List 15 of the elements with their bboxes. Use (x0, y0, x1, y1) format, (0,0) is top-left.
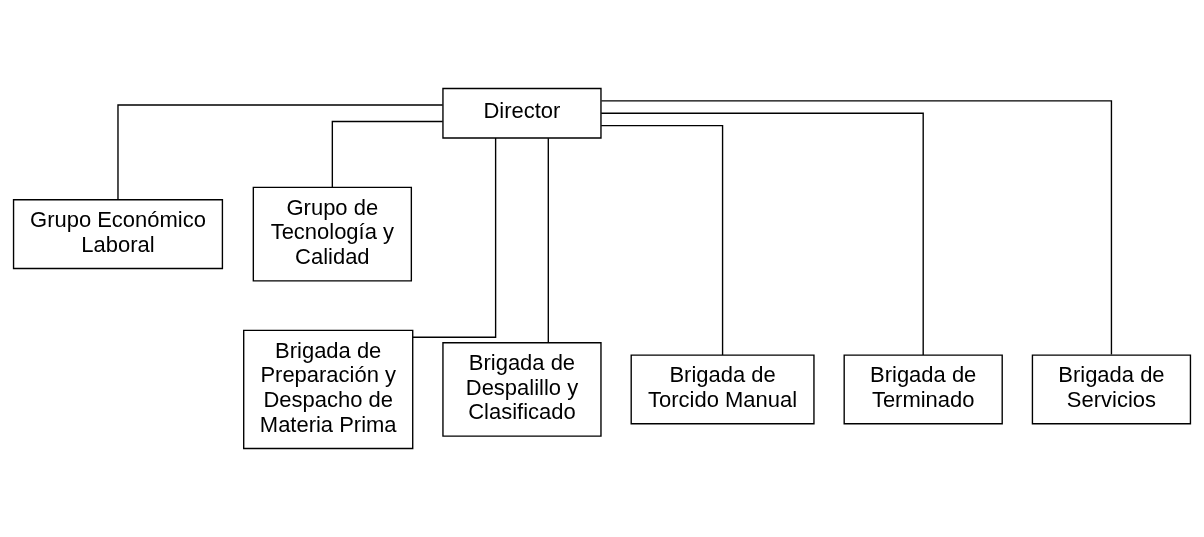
node-box: Brigada de Preparación y Despacho de Materia Prima (243, 329, 414, 450)
connector (600, 124, 724, 356)
connector (117, 104, 444, 201)
connector (600, 100, 1113, 356)
node-box: Brigada de Servicios (1031, 354, 1192, 425)
connector (547, 137, 549, 343)
node-box: Brigada de Terminado (843, 354, 1003, 425)
node-box: Grupo de Tecnología y Calidad (252, 186, 413, 282)
node-box: Brigada de Despalillo y Clasificado (442, 342, 602, 437)
connector (600, 112, 924, 356)
node-box: Director (442, 87, 602, 139)
connector (412, 137, 497, 338)
node-box: Grupo Económico Laboral (12, 199, 224, 270)
connector (331, 120, 444, 188)
node-box: Brigada de Torcido Manual (630, 354, 815, 425)
